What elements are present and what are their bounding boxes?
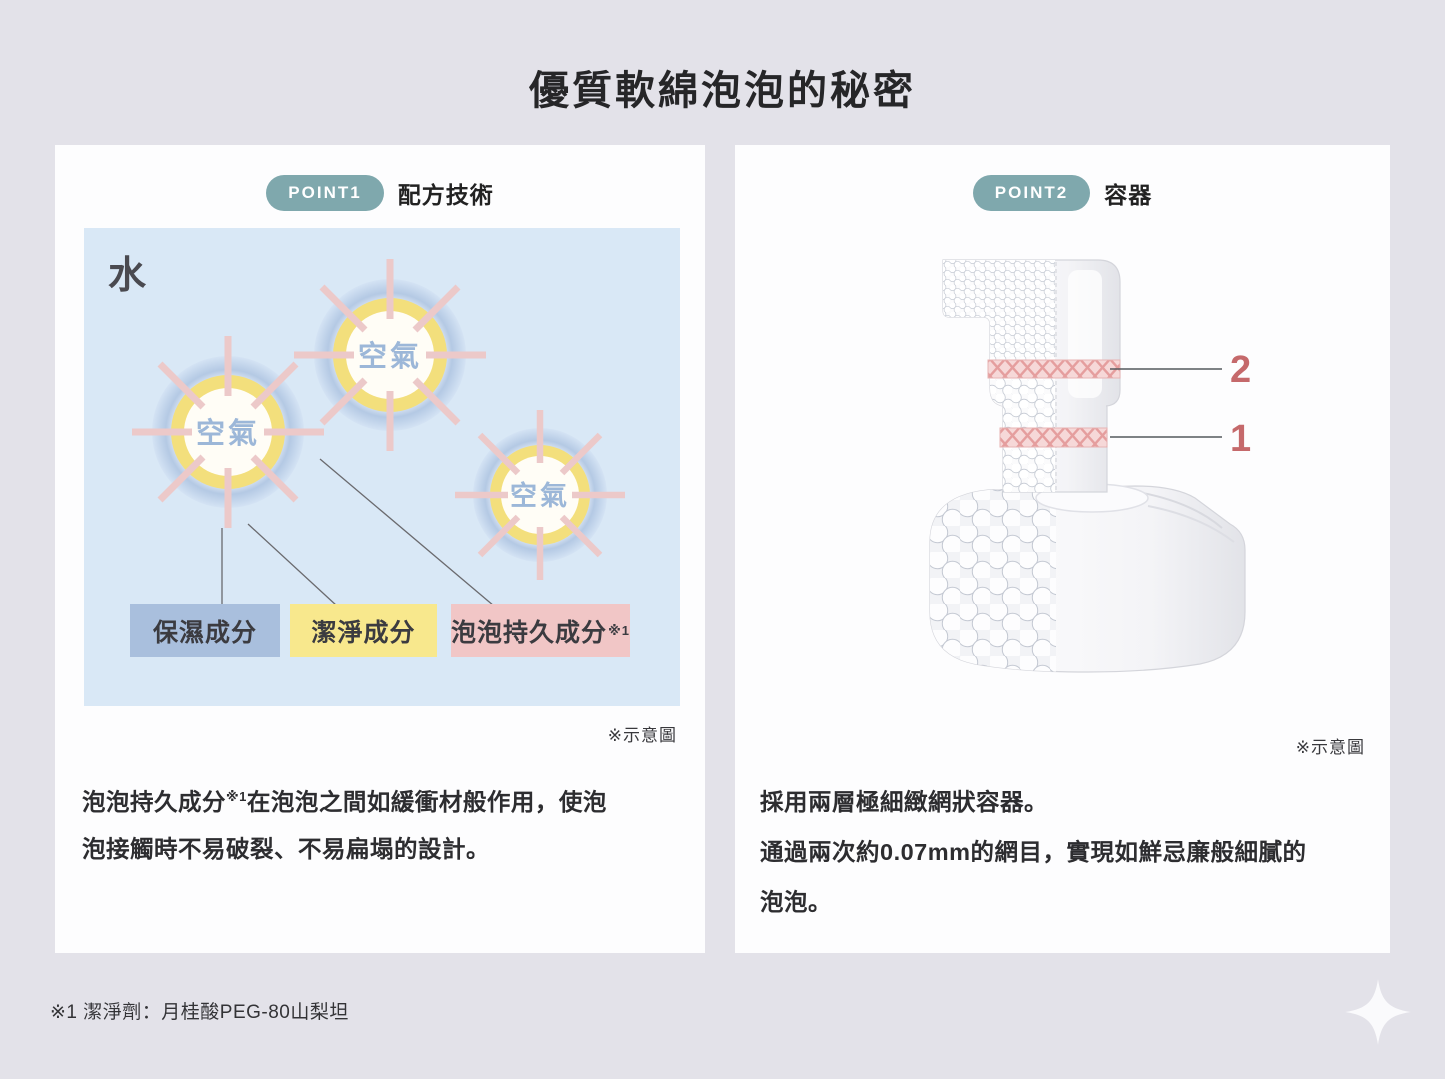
point2-header: POINT2 容器 [735,175,1390,211]
point2-badge: POINT2 [972,175,1091,211]
point2-description: 採用兩層極細緻網狀容器。 通過兩次約0.07mm的網目，實現如鮮忌廉般細膩的 泡… [760,777,1375,927]
bubble-spikes [132,336,324,528]
point1-label: 配方技術 [397,182,494,208]
schematic-note: ※示意圖 [607,726,677,745]
mesh-band-lower [999,427,1108,448]
bubble-left: 空氣 [132,336,324,528]
panel-container: POINT2 容器 [735,145,1390,953]
footnote: ※1 潔淨劑：月桂酸PEG-80山梨坦 [50,1002,349,1023]
panel-formula-technology: POINT1 配方技術 [55,145,705,953]
description-sup: ※1 [226,789,247,804]
description-text: 泡泡持久成分 [82,788,226,815]
bubble-diagram-svg: 空氣 空氣 [132,259,625,607]
description-text: 泡泡。 [760,889,832,915]
mesh-band-upper [987,359,1121,379]
bubble-spikes [294,259,486,451]
mesh-number-1: 1 [1230,418,1251,460]
point1-header: POINT1 配方技術 [55,175,705,211]
legend-moisturizing: 保濕成分 [130,604,280,657]
point1-badge: POINT1 [266,175,384,211]
bubble-spikes [455,410,625,580]
legend-lasting-foam: 泡泡持久成分※1 [451,604,630,657]
sparkle-icon [1345,979,1411,1045]
description-text: 採用兩層極細緻網狀容器。 [760,789,1048,815]
legend-cleansing: 潔淨成分 [290,604,437,657]
schematic-note: ※示意圖 [1295,738,1365,757]
water-label: 水 [108,255,149,297]
bubble-air-label: 空氣 [510,480,570,511]
bubble-top: 空氣 [294,259,486,451]
pump-bottle-diagram: 2 1 [900,240,1280,690]
legend-cleansing-label: 潔淨成分 [311,618,416,647]
description-text: 在泡泡之間如緩衝材般作用，使泡 [246,788,607,815]
pump-collar [929,483,1246,673]
bubble-air-label: 空氣 [196,416,260,450]
mesh-annotations: 2 1 [1110,349,1251,460]
page-title: 優質軟綿泡泡的秘密 [529,69,916,113]
point2-label: 容器 [1104,182,1153,208]
bubble-right: 空氣 [455,410,625,580]
mesh-number-2: 2 [1230,349,1251,391]
bubble-diagram: 空氣 空氣 [84,228,680,706]
point1-description: 泡泡持久成分※1在泡泡之間如緩衝材般作用，使泡 泡接觸時不易破裂、不易扁塌的設計… [82,773,682,873]
legend-moisturizing-label: 保濕成分 [152,618,257,647]
pump-bottle-svg: 2 1 [929,259,1251,673]
bubble-air-label: 空氣 [358,339,422,373]
legend-lasting-foam-label: 泡泡持久成分 [451,618,608,647]
description-text: 泡接觸時不易破裂、不易扁塌的設計。 [82,835,490,862]
legend-connector-lines [221,458,495,607]
description-text: 通過兩次約0.07mm的網目，實現如鮮忌廉般細膩的 [760,839,1307,865]
legend-lasting-foam-sup: ※1 [608,622,630,638]
